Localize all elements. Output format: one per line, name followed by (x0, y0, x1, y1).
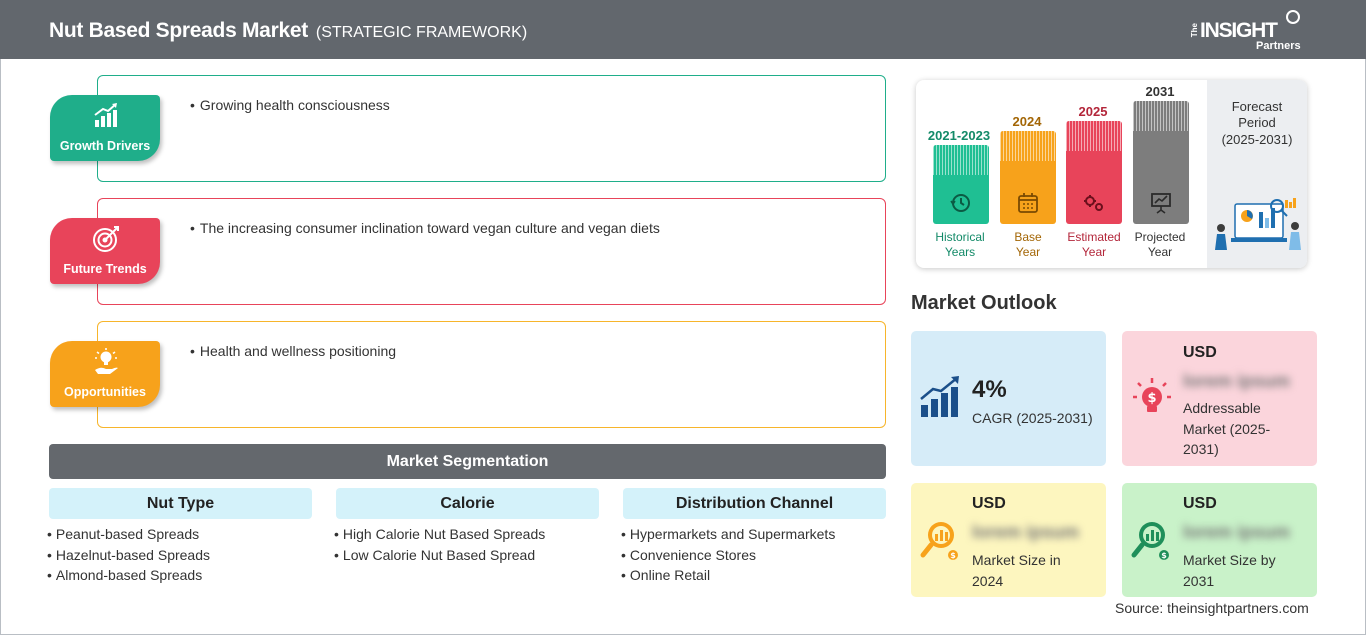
page-subtitle: (STRATEGIC FRAMEWORK) (315, 24, 528, 41)
size-2024-currency: USD (972, 495, 1006, 512)
timeline-bar-estimated (1066, 121, 1122, 224)
svg-text:$: $ (1161, 551, 1167, 560)
list-item: High Calorie Nut Based Spreads (334, 526, 545, 547)
size-2031-currency: USD (1183, 495, 1217, 512)
list-item: Almond-based Spreads (47, 567, 210, 588)
gears-icon (1084, 195, 1103, 211)
growth-drivers-badge: Growth Drivers (50, 95, 160, 161)
logo-insight: INSIGHT (1200, 19, 1278, 42)
calendar-icon (1018, 193, 1038, 213)
opportunities-label: Opportunities (64, 385, 146, 399)
future-trends-label: Future Trends (63, 262, 147, 276)
opportunities-badge: Opportunities (50, 341, 160, 407)
presentation-chart-icon (1151, 193, 1171, 214)
size-2024-value: lorem ipsum (972, 522, 1080, 542)
segment-list-distribution-channel: Hypermarkets and Supermarkets Convenienc… (621, 526, 835, 588)
growth-drivers-label: Growth Drivers (59, 139, 151, 153)
cagr-tile: 4% CAGR (2025-2031) (911, 331, 1106, 466)
lightbulb-hand-icon (95, 348, 118, 374)
list-item: Convenience Stores (621, 547, 835, 568)
addressable-currency: USD (1183, 344, 1217, 361)
history-icon (950, 194, 970, 212)
addressable-value: lorem ipsum (1183, 371, 1291, 391)
magnifier-chart-icon: $ (920, 522, 958, 560)
list-item: Low Calorie Nut Based Spread (334, 547, 545, 568)
logo-the: The (1190, 23, 1199, 38)
header-bar: Nut Based Spreads Market(STRATEGIC FRAME… (0, 0, 1366, 59)
timeline-year-historical: 2021-2023 (927, 128, 991, 143)
opportunities-text: Health and wellness positioning (190, 343, 396, 359)
bar-chart-growth-icon (94, 103, 117, 127)
timeline-bar-base (1000, 131, 1056, 224)
market-outlook-title: Market Outlook (911, 292, 1057, 314)
cagr-value: 4% (972, 376, 1007, 403)
growth-chart-icon (920, 376, 959, 417)
timeline-year-base: 2024 (1012, 114, 1042, 129)
source-link[interactable]: Source: theinsightpartners.com (1115, 600, 1309, 616)
segment-list-nut-type: Peanut-based Spreads Hazelnut-based Spre… (47, 526, 210, 588)
dollar-lightbulb-icon: $ (1133, 378, 1171, 412)
segment-heading-calorie: Calorie (336, 488, 599, 519)
target-icon (93, 226, 119, 252)
segment-list-calorie: High Calorie Nut Based Spreads Low Calor… (334, 526, 545, 567)
growth-drivers-text: Growing health consciousness (190, 97, 390, 113)
cagr-label: CAGR (2025-2031) (972, 410, 1093, 426)
analytics-people-icon (1215, 198, 1301, 250)
timeline-year-estimated: 2025 (1078, 104, 1108, 119)
future-trends-text: The increasing consumer inclination towa… (190, 220, 660, 236)
list-item: Online Retail (621, 567, 835, 588)
size-2031-value: lorem ipsum (1183, 522, 1291, 542)
insight-partners-logo: The INSIGHT Partners (1190, 10, 1310, 54)
forecast-period-range: (2025-2031) (1221, 132, 1293, 147)
market-segmentation-header: Market Segmentation (49, 444, 886, 479)
growth-drivers-card: Growing health consciousness (97, 75, 886, 182)
segment-heading-nut-type: Nut Type (49, 488, 312, 519)
future-trends-card: The increasing consumer inclination towa… (97, 198, 886, 305)
magnifier-chart-icon: $ (1131, 522, 1169, 560)
svg-text:$: $ (950, 551, 956, 560)
timeline-year-projected: 2031 (1145, 84, 1175, 99)
future-trends-badge: Future Trends (50, 218, 160, 284)
logo-partners: Partners (1256, 40, 1301, 52)
list-item: Hazelnut-based Spreads (47, 547, 210, 568)
segment-heading-distribution-channel: Distribution Channel (623, 488, 886, 519)
list-item: Peanut-based Spreads (47, 526, 210, 547)
page-title: Nut Based Spreads Market(STRATEGIC FRAME… (49, 19, 528, 42)
logo-ring-icon (1286, 10, 1300, 24)
list-item: Hypermarkets and Supermarkets (621, 526, 835, 547)
svg-text:$: $ (1147, 391, 1156, 406)
timeline-bar-historical (933, 145, 989, 224)
timeline-bar-projected (1133, 101, 1189, 224)
opportunities-card: Health and wellness positioning (97, 321, 886, 428)
